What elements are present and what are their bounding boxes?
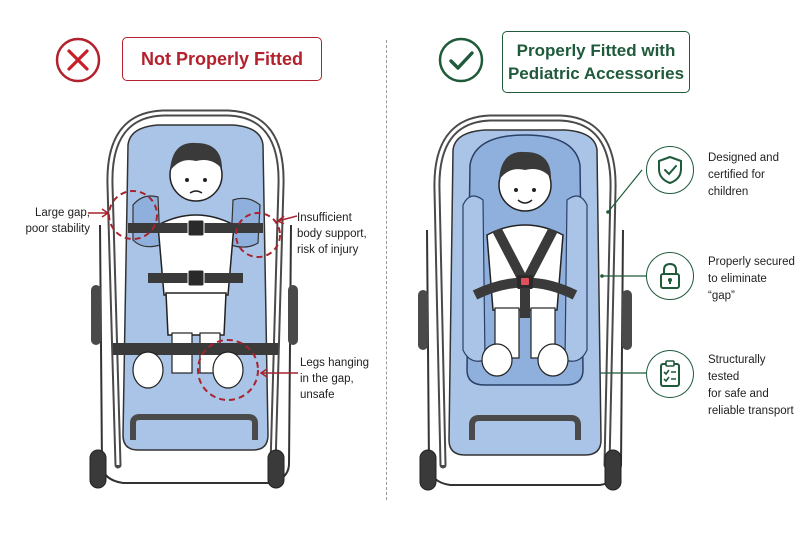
callout-line: body support, (297, 228, 367, 240)
feature-text-line: children (708, 186, 749, 198)
check-circle-icon (437, 36, 485, 84)
not-fitted-title-text: Not Properly Fitted (140, 48, 303, 69)
callout-insufficient-support: Insufficient body support, risk of injur… (297, 210, 387, 258)
fitted-title: Properly Fitted with Pediatric Accessori… (502, 31, 690, 93)
arrow-left-icon (276, 215, 297, 224)
arrow-left-icon (259, 368, 298, 378)
feature-text-line: Structurally tested (707, 354, 766, 383)
callout-line: in the gap, (300, 373, 354, 385)
not-fitted-title: Not Properly Fitted (122, 37, 322, 81)
feature-text-line: to eliminate (708, 273, 767, 285)
arrow-right-icon (88, 208, 110, 218)
feature-text-line: Properly secured (708, 256, 795, 268)
stretcher-proper-illustration (415, 110, 635, 495)
feature-text-line: for safe and (707, 388, 769, 400)
callout-line: Legs hanging (300, 357, 370, 369)
clipboard-checklist-icon (646, 350, 694, 398)
feature-secured: Properly secured to eliminate “gap” (646, 252, 795, 305)
feature-text-line: Designed and (708, 152, 779, 164)
feature-text-line: certified for (708, 169, 765, 181)
fitted-title-line-2: Pediatric Accessories (507, 64, 685, 83)
x-circle-icon (54, 36, 102, 84)
callout-legs-hanging: Legs hanging in the gap, unsafe (300, 355, 390, 403)
fitted-title-line-1: Properly Fitted with (516, 41, 676, 60)
callout-line: risk of injury (297, 244, 359, 256)
stretcher-improper-illustration (88, 105, 303, 495)
callout-line: Large gap, (35, 207, 90, 219)
feature-connectors (600, 169, 648, 374)
feature-text-line: reliable transport (707, 405, 794, 417)
feature-tested: Structurally tested for safe and reliabl… (646, 350, 800, 420)
panel-divider (386, 40, 387, 500)
feature-certified: Designed and certified for children (646, 146, 779, 201)
padlock-icon (646, 252, 694, 300)
callout-line: Insufficient (297, 212, 352, 224)
callout-large-gap: Large gap, poor stability (10, 205, 90, 237)
callout-line: unsafe (300, 389, 335, 401)
feature-text-line: “gap” (708, 290, 735, 302)
callout-line: poor stability (25, 223, 90, 235)
shield-check-icon (646, 146, 694, 194)
